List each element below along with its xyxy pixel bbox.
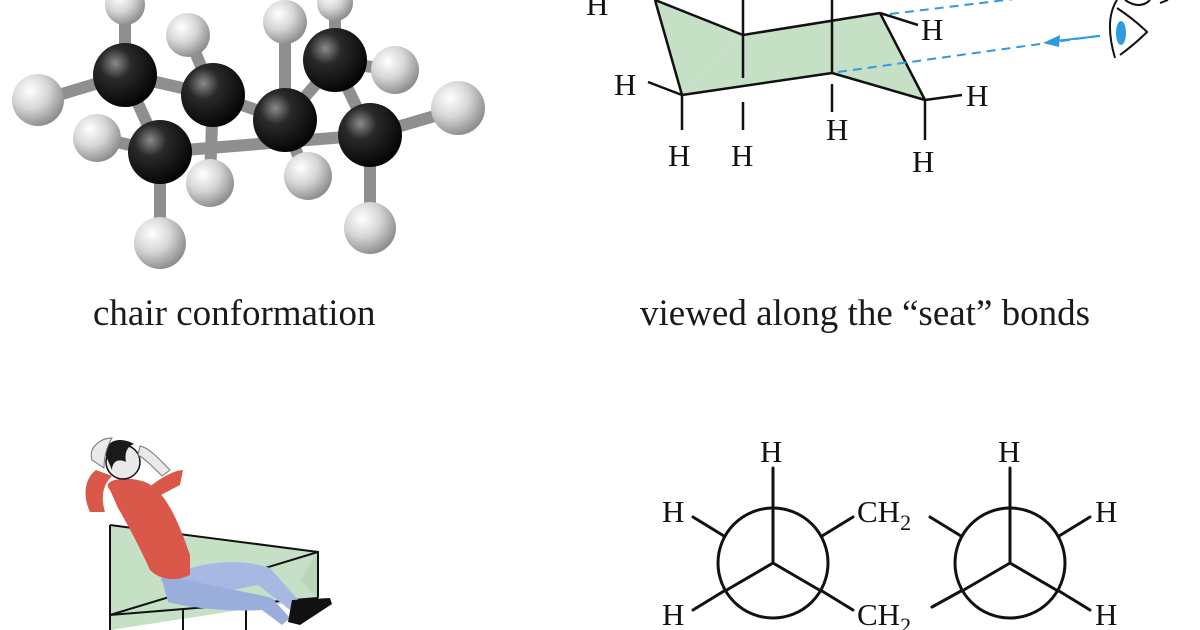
atom-label-h: H — [760, 434, 782, 469]
caption-seat-view: viewed along the “seat” bonds — [640, 293, 1091, 334]
model-hydrogen — [105, 0, 145, 25]
atom-label-h: H — [586, 0, 608, 22]
model-hydrogen — [431, 81, 485, 135]
atom-label-h: H — [668, 138, 690, 173]
newman-projection-right: H H H — [928, 434, 1117, 630]
model-carbon — [253, 88, 317, 152]
model-carbon — [93, 43, 157, 107]
model-carbon — [128, 120, 192, 184]
model-hydrogen — [284, 152, 332, 200]
model-hydrogen — [317, 0, 353, 21]
model-hydrogen — [371, 46, 419, 94]
model-carbon — [303, 28, 367, 92]
chair-drawing-hydrogens: H H H H H H H H — [586, 0, 988, 179]
chair-line-drawing: H H H H H H H H — [586, 0, 1169, 179]
arrow-left-icon — [1043, 35, 1101, 47]
model-hydrogen — [344, 202, 396, 254]
model-hydrogen — [166, 13, 210, 57]
atom-label-h: H — [966, 78, 988, 113]
atom-label-h: H — [1095, 597, 1117, 630]
model-hydrogen — [134, 217, 186, 269]
eye-icon — [1109, 0, 1169, 59]
caption-chair-conformation: chair conformation — [93, 293, 376, 334]
atom-label-h: H — [614, 67, 636, 102]
model-hydrogen — [263, 0, 307, 44]
atom-label-h: H — [826, 112, 848, 147]
model-hydrogen — [73, 114, 121, 162]
atom-label-h: H — [998, 434, 1020, 469]
model-carbon — [338, 103, 402, 167]
newman-projection-left: H H H CH2 CH2 — [662, 434, 911, 630]
atom-label-ch2: CH2 — [857, 597, 911, 630]
ball-and-stick-model — [12, 0, 485, 269]
model-carbon — [181, 63, 245, 127]
model-hydrogen — [12, 74, 64, 126]
atom-label-h: H — [1095, 494, 1117, 529]
atom-label-h: H — [662, 494, 684, 529]
atom-label-h: H — [921, 12, 943, 47]
atom-label-h: H — [912, 144, 934, 179]
model-hydrogen — [186, 159, 234, 207]
atom-label-h: H — [731, 138, 753, 173]
reclining-person-icon — [85, 437, 332, 630]
atom-label-h: H — [662, 597, 684, 630]
newman-projections: H H H CH2 CH2 H H H — [662, 434, 1117, 630]
atom-label-ch2: CH2 — [857, 494, 911, 535]
